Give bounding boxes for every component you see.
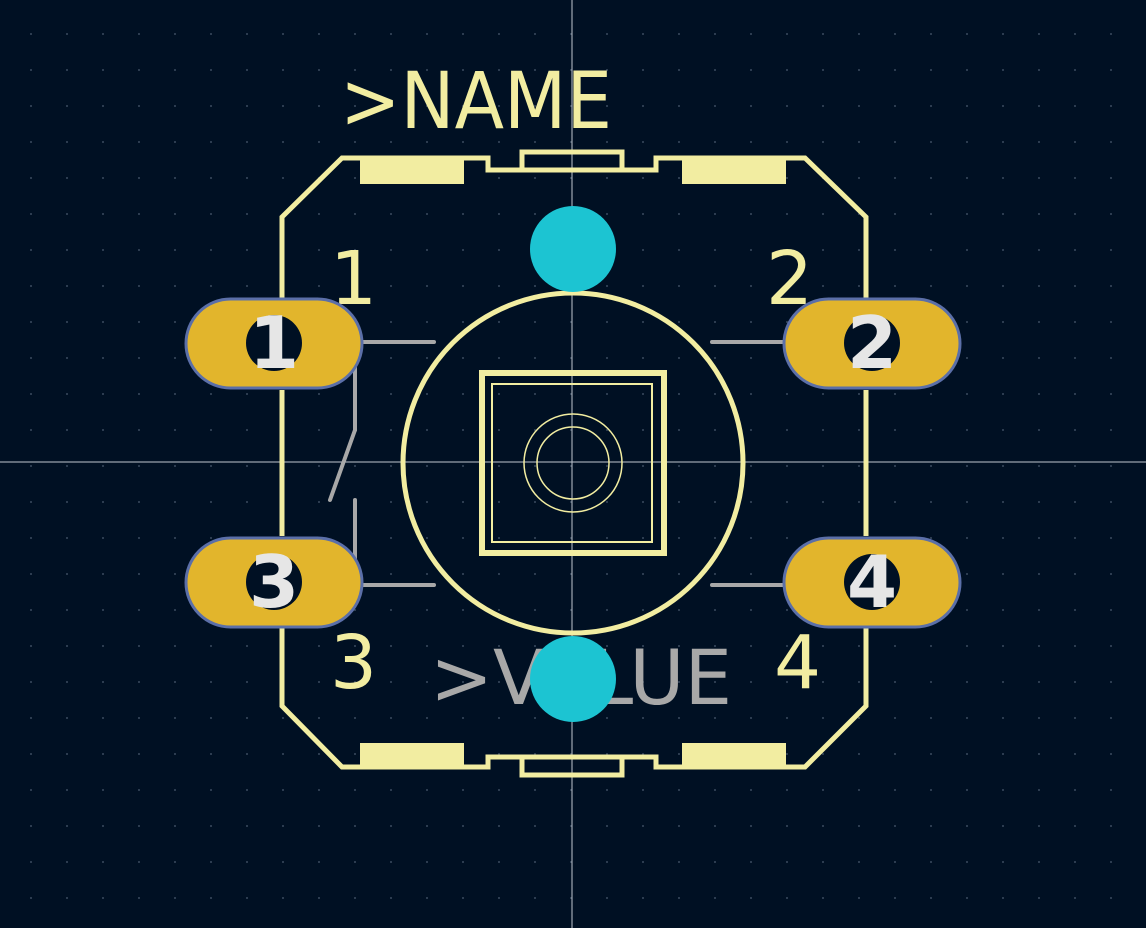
silk-pin-label-4: 4 xyxy=(774,620,821,706)
pad-number-1: 1 xyxy=(249,301,299,385)
pad-number-4: 4 xyxy=(847,540,897,624)
npth-hole-top[interactable] xyxy=(530,206,616,292)
silkscreen-bars xyxy=(360,160,786,767)
actuator-ring-outer xyxy=(523,413,623,513)
name-field[interactable]: >NAME xyxy=(340,57,612,147)
actuator-square-outer xyxy=(479,370,667,556)
fab-switch-symbol xyxy=(328,340,786,587)
actuator-circle xyxy=(400,290,746,636)
pad-number-2: 2 xyxy=(847,301,897,385)
pad-1[interactable]: 1 xyxy=(184,297,364,390)
pad-4[interactable]: 4 xyxy=(782,536,962,629)
silk-pin-label-3: 3 xyxy=(330,620,377,706)
actuator-square-inner xyxy=(491,383,653,543)
pad-2[interactable]: 2 xyxy=(782,297,962,390)
pad-3[interactable]: 3 xyxy=(184,536,364,629)
actuator-ring-inner xyxy=(536,426,610,500)
pad-number-3: 3 xyxy=(249,540,299,624)
npth-hole-bottom[interactable] xyxy=(530,636,616,722)
